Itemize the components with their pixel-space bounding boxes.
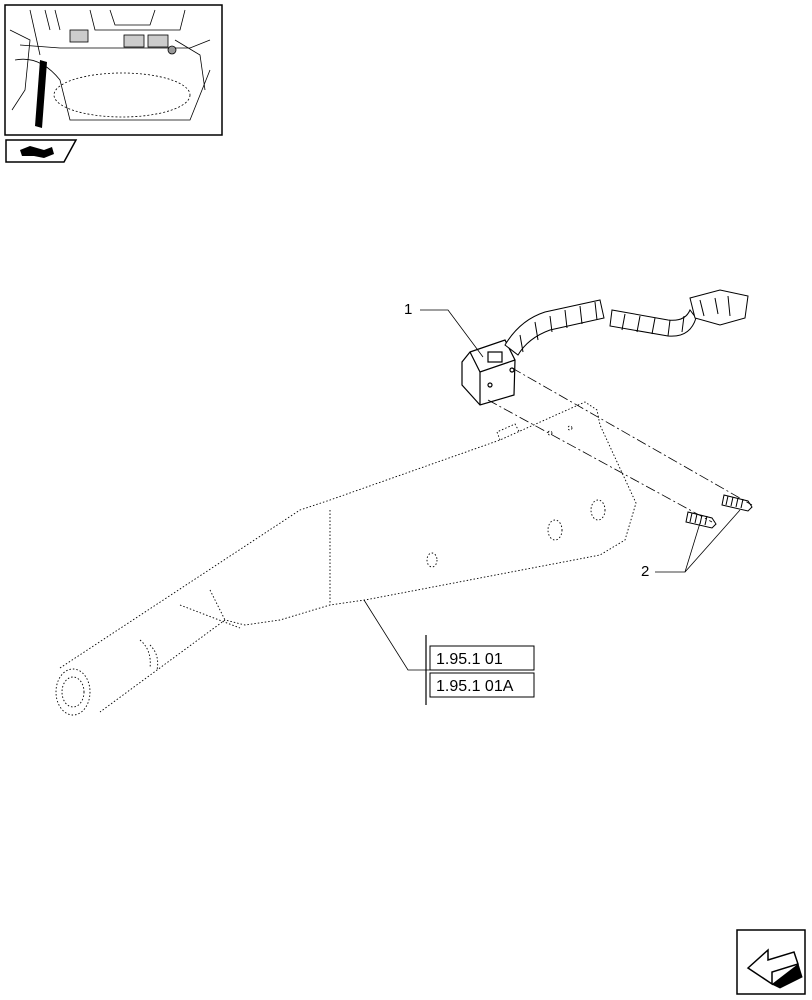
switch-part[interactable] — [461, 339, 516, 406]
callout-1: 1 — [404, 301, 412, 318]
reference-leader — [363, 599, 430, 671]
handbrake-lever — [55, 401, 637, 716]
reference-box-2[interactable] — [429, 672, 535, 698]
callout-2: 2 — [641, 563, 649, 580]
screw-part[interactable] — [685, 494, 753, 529]
lever-highlight-icon — [35, 60, 47, 128]
wire-harness — [504, 289, 749, 356]
location-thumbnail — [4, 4, 223, 136]
reference-text-2: 1.95.1 01A — [436, 678, 514, 695]
callout-2-leader — [655, 509, 741, 573]
section-marker-icon[interactable] — [5, 139, 78, 163]
alignment-lines — [487, 367, 753, 523]
next-page-arrow-icon[interactable] — [736, 929, 806, 995]
callout-1-leader — [420, 309, 484, 358]
reference-box-1[interactable] — [429, 645, 535, 671]
reference-text-1: 1.95.1 01 — [436, 651, 503, 668]
reference-boxes: 1.95.1 01 1.95.1 01A — [425, 635, 535, 705]
